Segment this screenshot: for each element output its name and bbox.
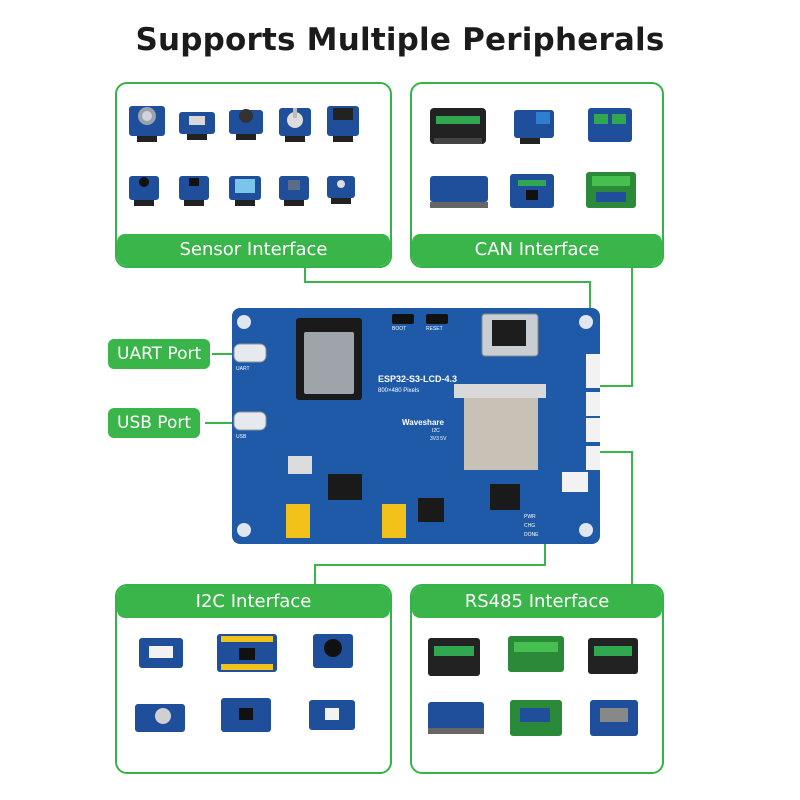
mount-hole <box>579 315 593 329</box>
can-interface-label: CAN Interface <box>412 234 662 266</box>
sensor-module-tilt <box>279 176 309 206</box>
sensor-module-rotary <box>279 108 311 142</box>
sensor-module-humidity <box>229 176 261 206</box>
can-module-pico <box>430 176 488 208</box>
can-module-transceiver <box>514 110 554 144</box>
reset-silk: RESET <box>426 326 443 332</box>
fpc-connector <box>454 384 546 398</box>
mount-hole <box>237 315 251 329</box>
sd-card <box>492 320 526 346</box>
usb-silk: USB <box>236 434 247 440</box>
rs485-module-relay <box>588 638 638 674</box>
rs485-module-serial <box>590 700 638 736</box>
chip <box>418 498 444 522</box>
uart-silk: UART <box>236 366 250 372</box>
can-interface-panel: CAN Interface <box>410 82 664 268</box>
boot-button <box>392 314 414 324</box>
battery-header <box>562 472 588 492</box>
rs485-header <box>586 446 600 470</box>
can-modules-illustration <box>430 108 636 208</box>
usb-usb-c-connector <box>233 411 267 431</box>
sensor-modules-illustration <box>129 106 359 206</box>
can-module-isolated <box>510 174 554 208</box>
switch <box>288 456 312 474</box>
sensor-module-hall <box>179 112 215 140</box>
board-illustration <box>233 313 600 538</box>
chip <box>490 484 520 510</box>
waveshare-logo-text: Waveshare <box>402 418 444 427</box>
sensor-interface-label: Sensor Interface <box>117 234 390 266</box>
rs485-connector-line <box>590 451 633 586</box>
uart-usb-c-connector <box>233 343 267 363</box>
ribbon-cable <box>464 398 538 470</box>
sensor-module-ir <box>327 106 359 142</box>
sensor-module-light <box>327 176 355 204</box>
page-title: Supports Multiple Peripherals <box>135 22 665 58</box>
can-module-hat <box>588 108 632 142</box>
i2c-silk: I2C <box>432 428 440 434</box>
rs485-module-converter <box>508 636 564 672</box>
i2c-module-rtc <box>135 704 185 732</box>
chip <box>328 474 362 500</box>
can-module-industrial <box>430 108 486 144</box>
sensor-header <box>586 354 600 388</box>
i2c-header <box>586 418 600 442</box>
uart-port-label: UART Port <box>108 339 211 369</box>
esp32-board: ESP32-S3-LCD-4.3 800×480 Pixels Waveshar… <box>232 308 600 544</box>
rs485-terminal-block <box>382 504 406 538</box>
sensor-module-mic <box>229 109 263 140</box>
board-model-text: ESP32-S3-LCD-4.3 <box>378 374 458 384</box>
sensor-interface-panel: Sensor Interface <box>115 82 392 268</box>
mount-hole <box>237 523 251 537</box>
mount-hole <box>579 523 593 537</box>
boot-silk: BOOT <box>392 326 407 332</box>
i2c-module-io <box>217 634 277 672</box>
esp32-shield <box>304 332 354 394</box>
reset-button <box>426 314 448 324</box>
usb-port-label: USB Port <box>108 408 201 438</box>
rs485-interface-label: RS485 Interface <box>412 586 662 618</box>
can-terminal-block <box>286 504 310 538</box>
done-silk: DONE <box>524 532 539 538</box>
sensor-module-temp <box>179 176 209 206</box>
can-module-dual <box>586 172 636 208</box>
rs485-module-isolated <box>510 700 562 736</box>
sensor-module-gas <box>129 106 165 142</box>
i2c-module-env <box>309 700 355 730</box>
can-header <box>586 392 600 416</box>
i2c-interface-panel: I2C Interface <box>115 584 392 774</box>
i2c-interface-label: I2C Interface <box>117 586 390 618</box>
i2c-module-sensor <box>139 638 183 668</box>
chg-silk: CHG <box>524 523 536 529</box>
rs485-module-hat <box>428 702 484 734</box>
rs485-modules-illustration <box>428 636 638 736</box>
volt-silk: 3V3 5V <box>430 436 447 442</box>
i2c-module-imu <box>221 698 271 732</box>
can-connector-line <box>590 262 633 387</box>
rs485-interface-panel: RS485 Interface <box>410 584 664 774</box>
board-resolution-text: 800×480 Pixels <box>378 388 420 394</box>
rs485-module-gateway <box>428 638 480 676</box>
i2c-modules-illustration <box>135 634 355 732</box>
i2c-module-camera <box>313 634 353 668</box>
sensor-module-flame <box>129 176 159 206</box>
pwr-silk: PWR <box>524 514 536 520</box>
